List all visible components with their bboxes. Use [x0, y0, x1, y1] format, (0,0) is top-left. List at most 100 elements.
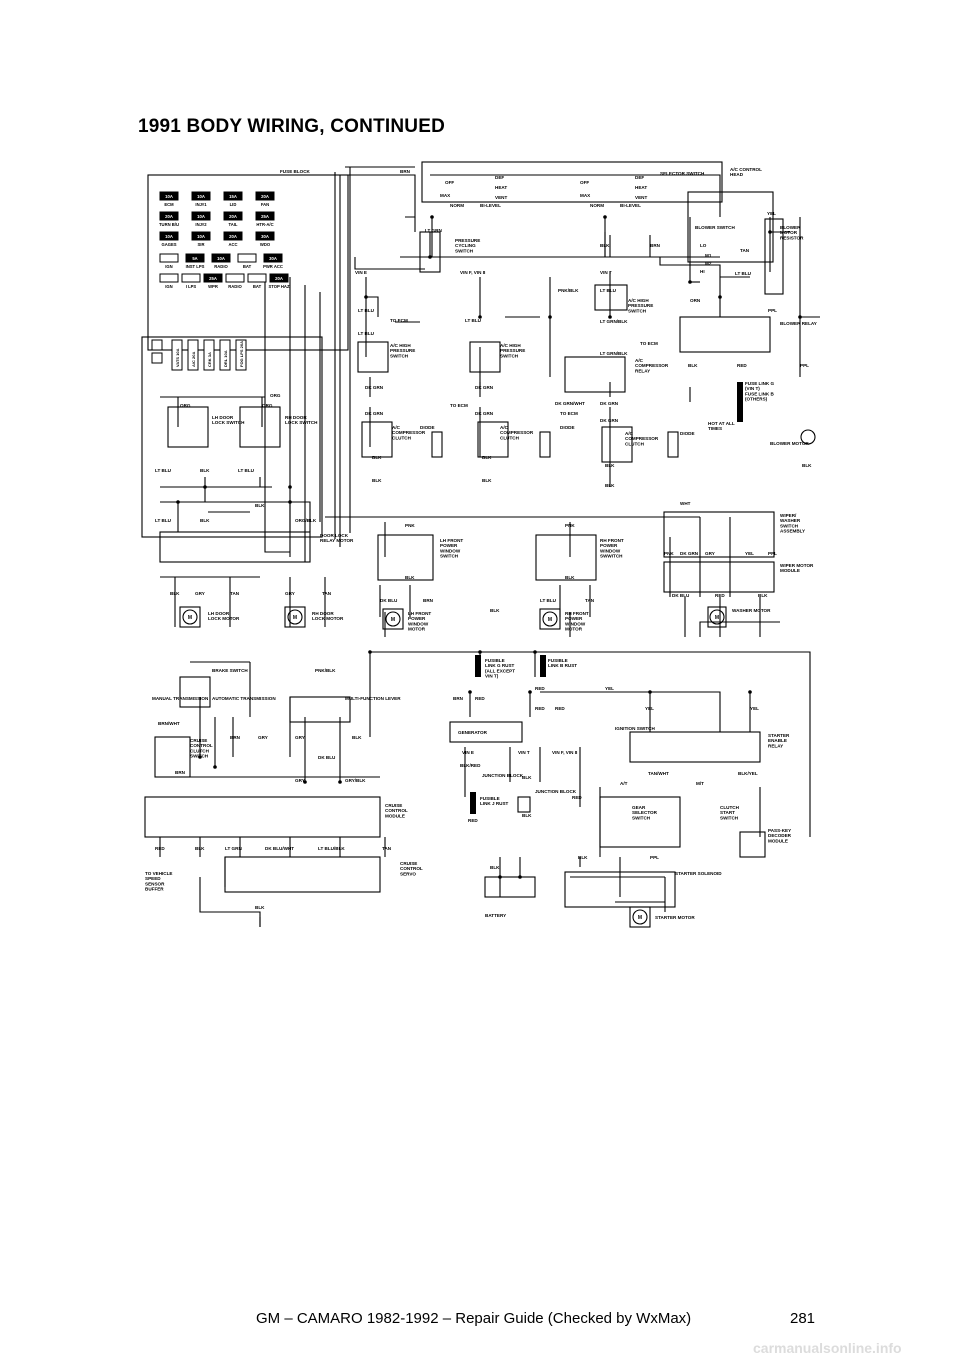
fuse-amp: 10A [197, 234, 205, 239]
label-line: STARTER [768, 733, 790, 738]
label-line: A/C [392, 425, 401, 430]
fuse-name: INST LPS [186, 264, 205, 269]
fuse-amp: 20A [275, 276, 283, 281]
label-lt-blu-g: LT BLU [238, 468, 255, 473]
label-lt-grn-blk-1: LT GRN/BLK [600, 319, 628, 324]
fuse-amp: 20A [261, 194, 269, 199]
label-tan-e: TAN [382, 846, 392, 851]
label-line: FUSIBLE [485, 658, 505, 663]
label-line: CRUISE [400, 861, 417, 866]
label-line: POWER [440, 543, 458, 548]
rh-door-lock-switch-box [239, 406, 281, 448]
fusible-link-3 [470, 792, 476, 814]
label-line: (ALL EXCEPT [485, 668, 515, 673]
diode-3-box [667, 431, 679, 458]
wire-29 [365, 277, 379, 317]
label-blk-g: BLK [482, 455, 492, 460]
label-brn-a: BRN [650, 243, 661, 248]
vertical-fuse [219, 339, 231, 371]
label-line: CYCLING [455, 243, 476, 248]
fuse-amp: 5A [192, 256, 197, 261]
label-yel-b: YEL [605, 686, 614, 691]
fuse [223, 191, 243, 201]
label-line: RELAY [635, 368, 650, 373]
fuse [159, 273, 179, 283]
fuse-amp: 10A [197, 194, 205, 199]
label-line: FUSIBLE [480, 796, 500, 801]
label-line: PRESSURE [390, 348, 415, 353]
label-line: A/C CONTROL [730, 167, 762, 172]
vertical-fuse-label: FOG LPS 20A [239, 341, 244, 367]
fuse [191, 191, 211, 201]
label-tan-d: TAN [585, 598, 595, 603]
wires [159, 166, 820, 927]
label-ppl-b: PPL [800, 363, 809, 368]
label-heat2: HEAT [635, 185, 647, 190]
wire-21 [264, 277, 290, 553]
fuse [223, 211, 243, 221]
motor-letter: M [391, 617, 395, 623]
fuse [211, 253, 231, 263]
label-lt-blu-blk: LT BLU/BLK [318, 846, 345, 851]
junction-dot-5 [478, 315, 482, 319]
label-org-1: ORG [270, 393, 281, 398]
label-line: FUSIBLE [548, 658, 568, 663]
label-hi: HI [700, 269, 705, 274]
page-title: 1991 BODY WIRING, CONTINUED [138, 116, 445, 137]
label-to-ecm-4: TO ECM [560, 411, 578, 416]
fuse [159, 191, 179, 201]
fuse-amp: 25A [209, 276, 217, 281]
brake-switch-box [179, 676, 211, 708]
ac-comp-clutch-3-box [601, 426, 633, 463]
label-blk-q: BLK [758, 593, 768, 598]
label-line: LINK B RUST [548, 663, 577, 668]
motor-letter: M [638, 915, 642, 921]
fusible-link-1 [540, 655, 546, 677]
fuse-name: GAGES [161, 242, 176, 247]
label-red-a: RED [737, 363, 747, 368]
fuse-amp: 10A [165, 194, 173, 199]
junction-dot-12 [288, 500, 292, 504]
label-line: PASS-KEY [768, 828, 791, 833]
label-to-ecm-1: TO ECM [390, 318, 408, 323]
label-line: SWITCH [390, 353, 409, 358]
label-bilevel1: BI-LEVEL [480, 203, 501, 208]
label-brn-b: BRN [423, 598, 434, 603]
label-line: POWER [600, 543, 618, 548]
fuse-block-housing [147, 174, 349, 351]
label-tan-a: TAN [740, 248, 750, 253]
label-m1: M1 [705, 253, 712, 258]
label-blk-k: BLK [802, 463, 812, 468]
label-line: MODULE [768, 838, 788, 843]
lh-door-lock-motor-box [179, 606, 201, 628]
lh-front-pw-motor-box [382, 608, 404, 630]
label-vin-f8-b: VIN F, VIN 8 [552, 750, 578, 755]
label-line: TIMES [708, 426, 722, 431]
label-brn-e: BRN [175, 770, 186, 775]
label-vin-f8: VIN F, VIN 8 [460, 270, 486, 275]
label-yel-d: YEL [750, 706, 759, 711]
fuse-name: BAT [253, 284, 262, 289]
junction-dot-8 [364, 295, 368, 299]
label-dk-grn-3: DK GRN [475, 385, 494, 390]
label-brn-d: BRN [230, 735, 241, 740]
label-org-3: ORG [262, 403, 273, 408]
label-line: MODULE [385, 813, 405, 818]
label-fuse-link-g: FUSE LINK G(VIN T)FUSE LINK B(OTHERS) [745, 381, 775, 402]
label-yel-a: YEL [745, 551, 754, 556]
label-line: BLOWER [780, 225, 801, 230]
label-gry-blk: GRY/BLK [345, 778, 366, 783]
junction-dot-27 [688, 280, 692, 284]
diode-2-box [539, 431, 551, 458]
fuse-name: WPR [208, 284, 218, 289]
label-line: PRESSURE [500, 348, 525, 353]
